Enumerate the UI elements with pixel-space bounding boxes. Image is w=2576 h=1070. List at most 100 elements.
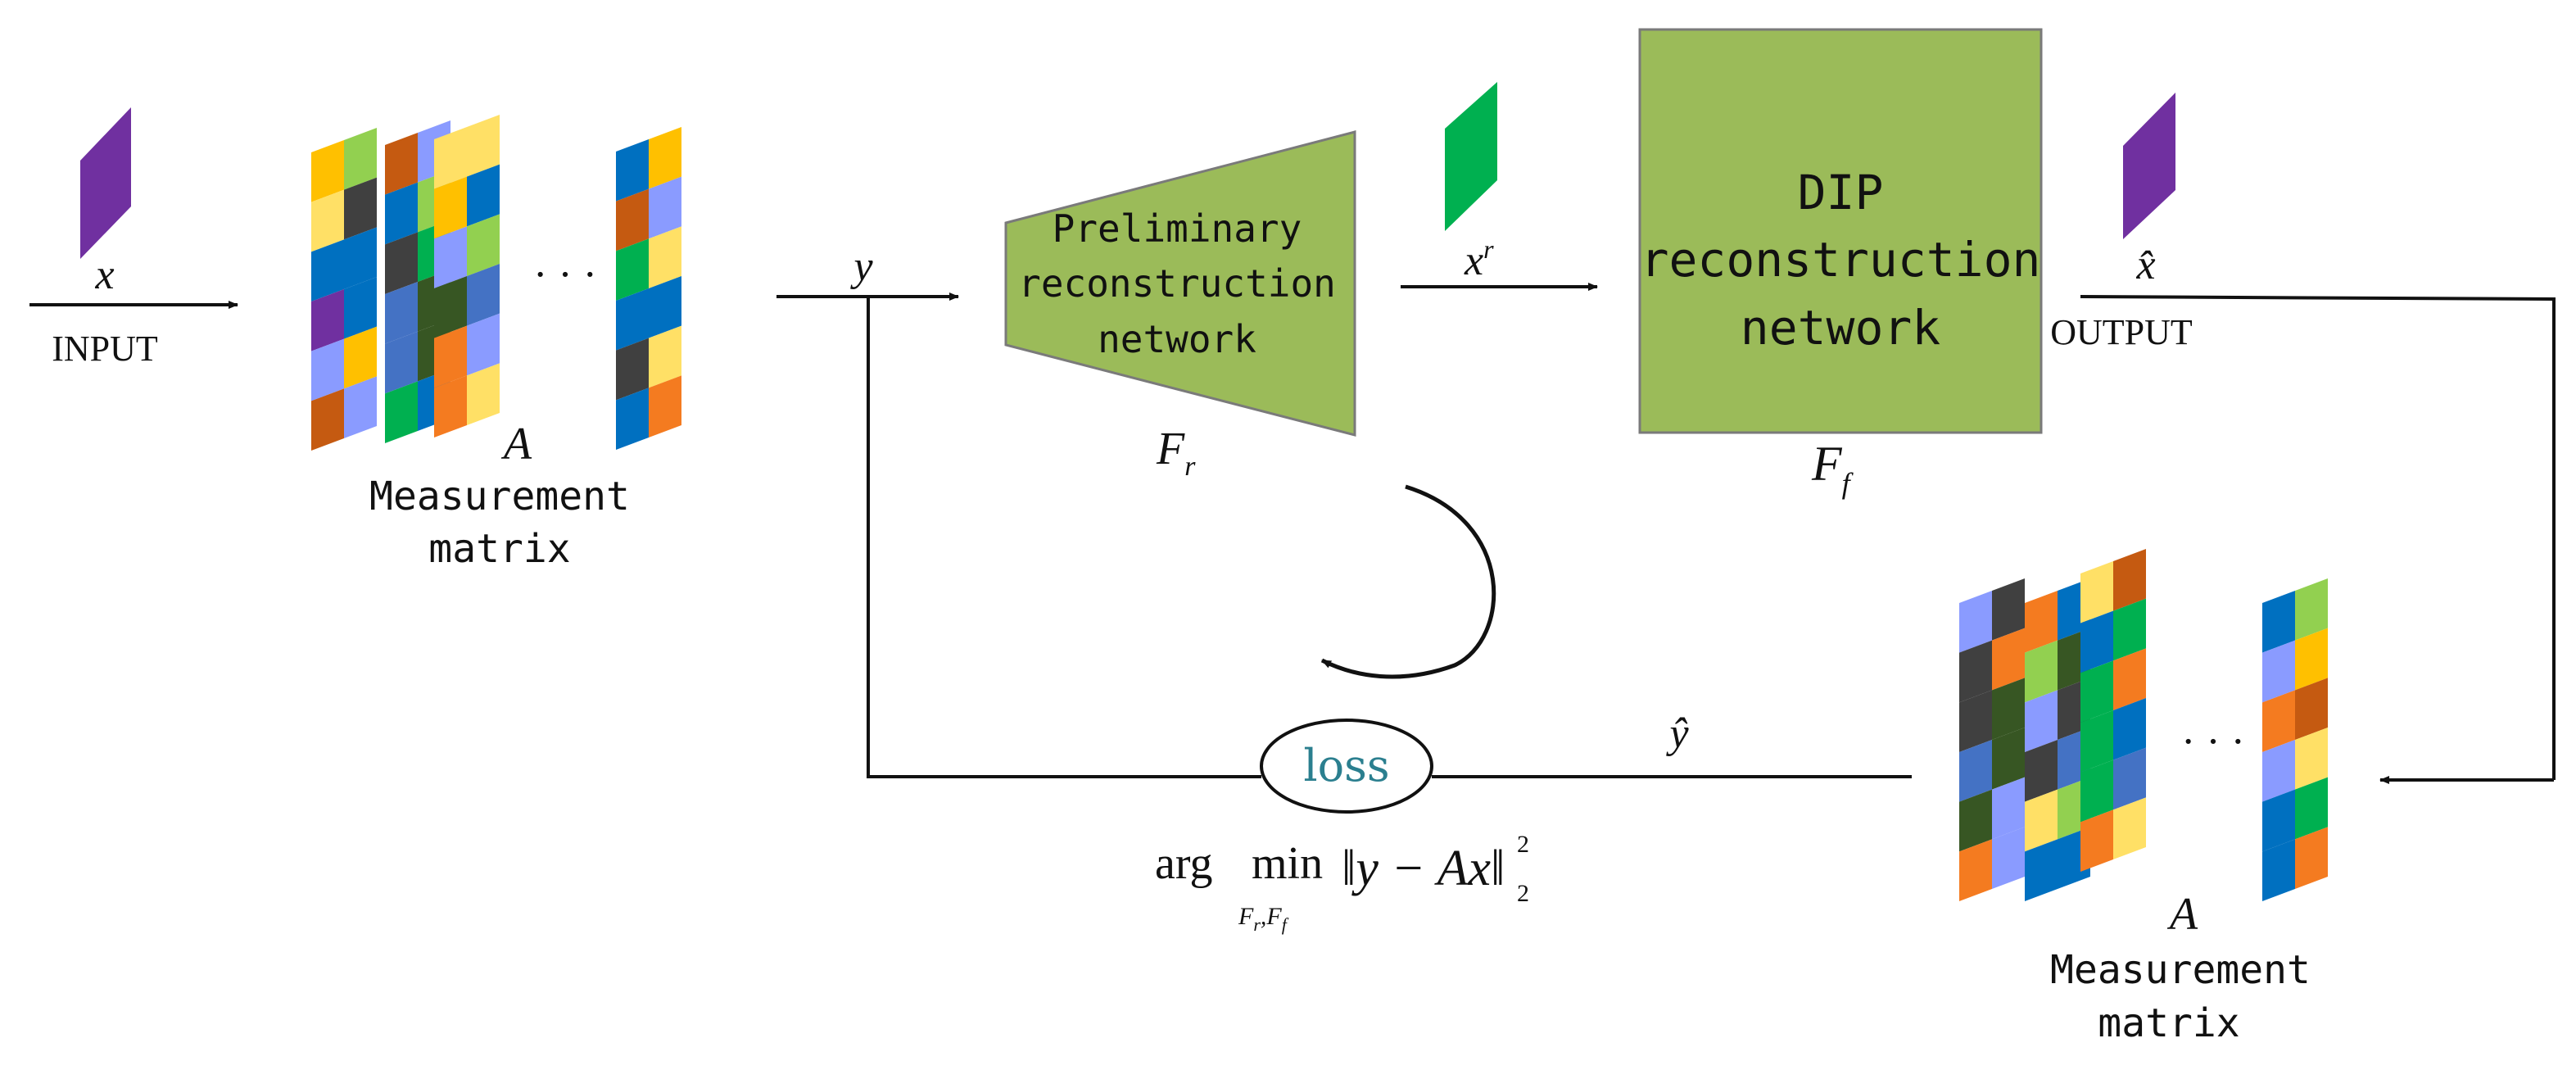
matrix-cell: [1959, 839, 1992, 901]
xr-sheet: [1445, 82, 1497, 231]
matrix-cell: [1959, 640, 1992, 703]
label-measurement-top: Measurement: [369, 474, 630, 519]
matrix-cell: [2262, 690, 2295, 752]
matrix-sheet-bottom-4: [2262, 578, 2328, 901]
label-xr: xr: [1464, 234, 1494, 284]
matrix-cell: [467, 164, 500, 227]
matrix-sheet-top-1: [311, 128, 377, 451]
matrix-cell: [2025, 740, 2058, 802]
matrix-cell: [1959, 591, 1992, 653]
matrix-cell: [649, 176, 681, 239]
output-xhat-sheet: [2123, 93, 2175, 239]
formula-arg: arg: [1155, 838, 1213, 889]
label-output: OUTPUT: [2050, 312, 2193, 352]
prelim-line-3: network: [1098, 317, 1256, 361]
matrix-cell: [311, 388, 344, 451]
matrix-cell: [649, 375, 681, 438]
label-matrix-top: matrix: [428, 526, 570, 572]
matrix-cell: [1992, 678, 2025, 740]
dots-top: · · ·: [533, 252, 597, 298]
matrix-cell: [2080, 561, 2113, 623]
matrix-cell: [649, 127, 681, 189]
matrix-cell: [2262, 789, 2295, 852]
matrix-cell: [1992, 827, 2025, 889]
matrix-cell: [649, 276, 681, 338]
matrix-cell: [1992, 777, 2025, 840]
label-Fr: Fr: [1156, 424, 1196, 482]
matrix-cell: [385, 331, 418, 394]
matrix-cell: [344, 128, 377, 190]
dots-bottom: · · ·: [2181, 719, 2245, 765]
matrix-cell: [616, 238, 649, 301]
matrix-cell: [2113, 747, 2146, 810]
matrix-sheet-bottom-1: [1959, 578, 2025, 901]
matrix-sheet-top-3: [434, 115, 500, 438]
matrix-cell: [1959, 789, 1992, 852]
label-Ff: Ff: [1811, 437, 1854, 500]
matrix-cell: [616, 288, 649, 351]
matrix-cell: [434, 325, 467, 388]
matrix-cell: [1959, 740, 1992, 802]
matrix-sheet-bottom-3: [2080, 549, 2146, 872]
matrix-cell: [2295, 777, 2328, 840]
matrix-cell: [1992, 628, 2025, 691]
label-A-bottom: A: [2166, 889, 2198, 940]
formula-min: min: [1252, 838, 1323, 889]
matrix-cell: [2295, 678, 2328, 740]
matrix-cell: [616, 139, 649, 202]
matrix-cell: [344, 177, 377, 240]
matrix-cell: [467, 313, 500, 376]
dip-reconstruction-network: [1638, 28, 2043, 434]
matrix-cell: [467, 115, 500, 177]
matrix-cell: [344, 376, 377, 438]
matrix-cell: [434, 375, 467, 438]
matrix-cell: [311, 239, 344, 302]
matrix-cell: [2262, 839, 2295, 901]
label-loss: loss: [1303, 740, 1389, 791]
matrix-cell: [2113, 797, 2146, 859]
matrix-cell: [385, 381, 418, 443]
matrix-cell: [467, 264, 500, 326]
measurement-matrix-bottom: [1959, 549, 2328, 901]
dip-line-1: DIP: [1798, 165, 1884, 220]
matrix-cell: [385, 133, 418, 195]
matrix-cell: [2113, 549, 2146, 611]
matrix-cell: [2025, 839, 2058, 901]
formula-body: ‖y − Ax‖: [1342, 841, 1505, 896]
matrix-cell: [434, 276, 467, 338]
matrix-cell: [649, 226, 681, 288]
matrix-cell: [434, 176, 467, 239]
matrix-cell: [649, 325, 681, 388]
matrix-cell: [385, 182, 418, 245]
matrix-cell: [2025, 789, 2058, 852]
connector-output-to-matrix: [2080, 295, 2556, 780]
dip-line-2: reconstruction: [1641, 232, 2041, 288]
matrix-cell: [616, 338, 649, 401]
matrix-cell: [2025, 640, 2058, 703]
label-xhat: x̂: [2135, 242, 2155, 288]
matrix-sheet-top-4: [616, 127, 681, 450]
matrix-cell: [2080, 809, 2113, 872]
label-yhat: ŷ: [1665, 710, 1689, 757]
matrix-cell: [311, 289, 344, 351]
loss-node: [1260, 719, 1433, 814]
matrix-cell: [2262, 591, 2295, 653]
matrix-cell: [1959, 690, 1992, 752]
matrix-cell: [1992, 728, 2025, 790]
matrix-cell: [616, 388, 649, 450]
backprop-curved-arrow: [1320, 484, 1496, 679]
matrix-cell: [434, 226, 467, 288]
matrix-cell: [2025, 690, 2058, 752]
matrix-cell: [385, 232, 418, 294]
matrix-cell: [2262, 640, 2295, 703]
label-matrix-bottom: matrix: [2098, 1000, 2239, 1046]
input-x-sheet: [80, 107, 131, 259]
matrix-cell: [385, 282, 418, 344]
matrix-cell: [2295, 628, 2328, 691]
formula-exponent: 2: [1517, 831, 1529, 858]
label-A-top: A: [500, 419, 532, 469]
matrix-cell: [2080, 610, 2113, 673]
connector-loss-to-y: [867, 297, 1261, 778]
matrix-cell: [2295, 578, 2328, 641]
measurement-matrix-top: [311, 115, 681, 451]
